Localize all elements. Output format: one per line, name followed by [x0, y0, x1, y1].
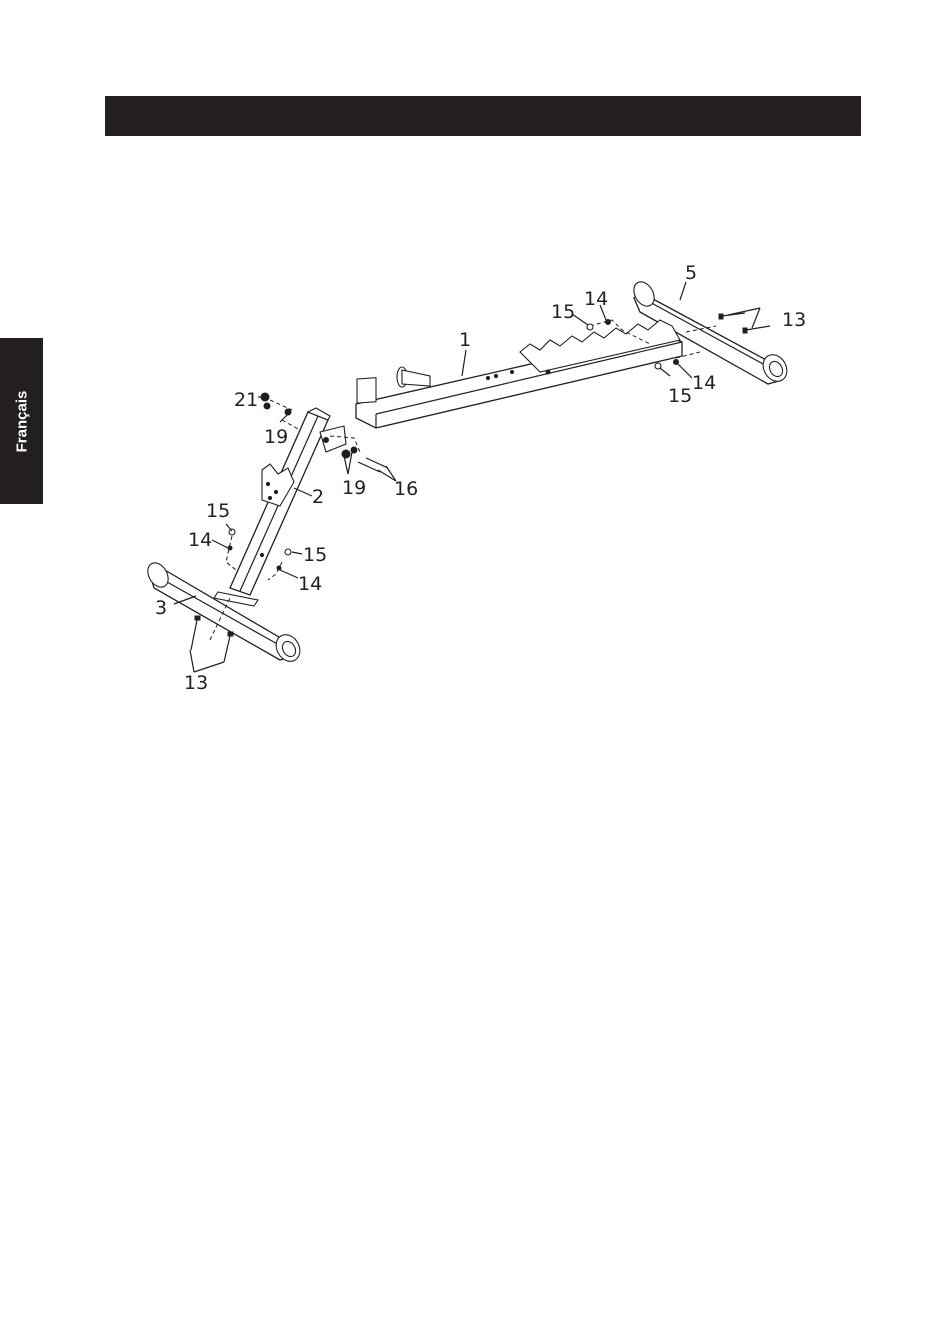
label-part-15-rear-top: 15: [551, 301, 575, 323]
label-part-13-front: 13: [184, 672, 208, 694]
label-part-5: 5: [685, 262, 697, 284]
label-part-14-front-left: 14: [188, 529, 212, 551]
label-part-16: 16: [394, 478, 418, 500]
label-part-2: 2: [312, 486, 324, 508]
label-part-19-upper: 19: [264, 426, 288, 448]
label-part-15-rear-bottom: 15: [668, 385, 692, 407]
label-part-14-front-right: 14: [298, 573, 322, 595]
label-part-21: 21: [234, 389, 258, 411]
label-part-14-rear-bottom: 14: [692, 372, 716, 394]
front-stabilizer-tube: [144, 559, 305, 665]
label-part-1: 1: [459, 329, 471, 351]
label-part-15-front-left: 15: [206, 500, 230, 522]
label-part-15-front-right: 15: [303, 544, 327, 566]
main-beam: [356, 320, 682, 428]
label-part-13-rear: 13: [782, 309, 806, 331]
label-part-14-rear-top: 14: [584, 288, 608, 310]
label-part-3: 3: [155, 597, 167, 619]
label-part-19-lower: 19: [342, 477, 366, 499]
bolts-13-rear: [719, 313, 770, 333]
